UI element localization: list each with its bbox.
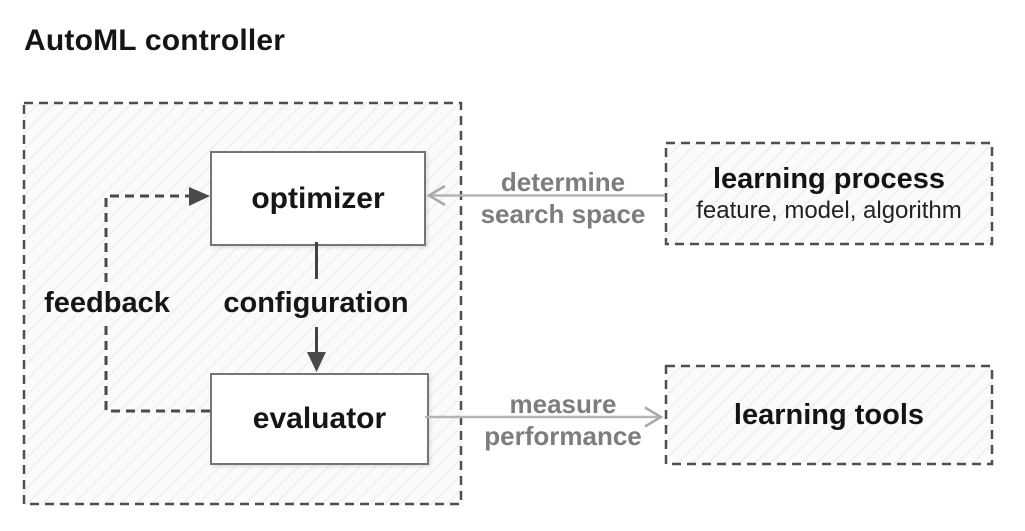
learning-process-node: learning process feature, model, algorit… (665, 142, 993, 245)
diagram-title: AutoML controller (24, 24, 286, 57)
evaluator-node: evaluator (210, 373, 429, 465)
optimizer-label: optimizer (251, 181, 385, 215)
measure-label-line1: measure (509, 389, 617, 419)
configuration-label: configuration (223, 287, 409, 319)
determine-label-line1: determine (500, 167, 626, 197)
learning-process-title: learning process (712, 162, 946, 195)
optimizer-node: optimizer (210, 151, 426, 246)
feedback-label: feedback (44, 287, 170, 319)
learning-tools-node: learning tools (665, 365, 993, 465)
determine-search-space-label: determine search space (458, 166, 668, 230)
measure-label-line2: performance (484, 421, 642, 451)
measure-performance-label: measure performance (458, 388, 668, 452)
learning-tools-title: learning tools (733, 399, 925, 431)
learning-process-subtitle: feature, model, algorithm (696, 196, 962, 224)
determine-label-line2: search space (480, 199, 646, 229)
evaluator-label: evaluator (252, 402, 387, 435)
